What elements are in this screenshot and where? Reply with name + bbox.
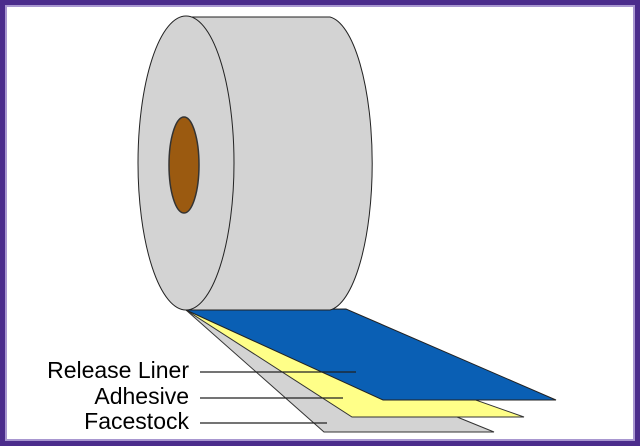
- release-liner-label: Release Liner: [47, 357, 189, 383]
- facestock-label: Facestock: [84, 408, 189, 434]
- core-hole: [168, 116, 200, 214]
- roll-body: [185, 16, 373, 311]
- adhesive-label: Adhesive: [94, 383, 189, 409]
